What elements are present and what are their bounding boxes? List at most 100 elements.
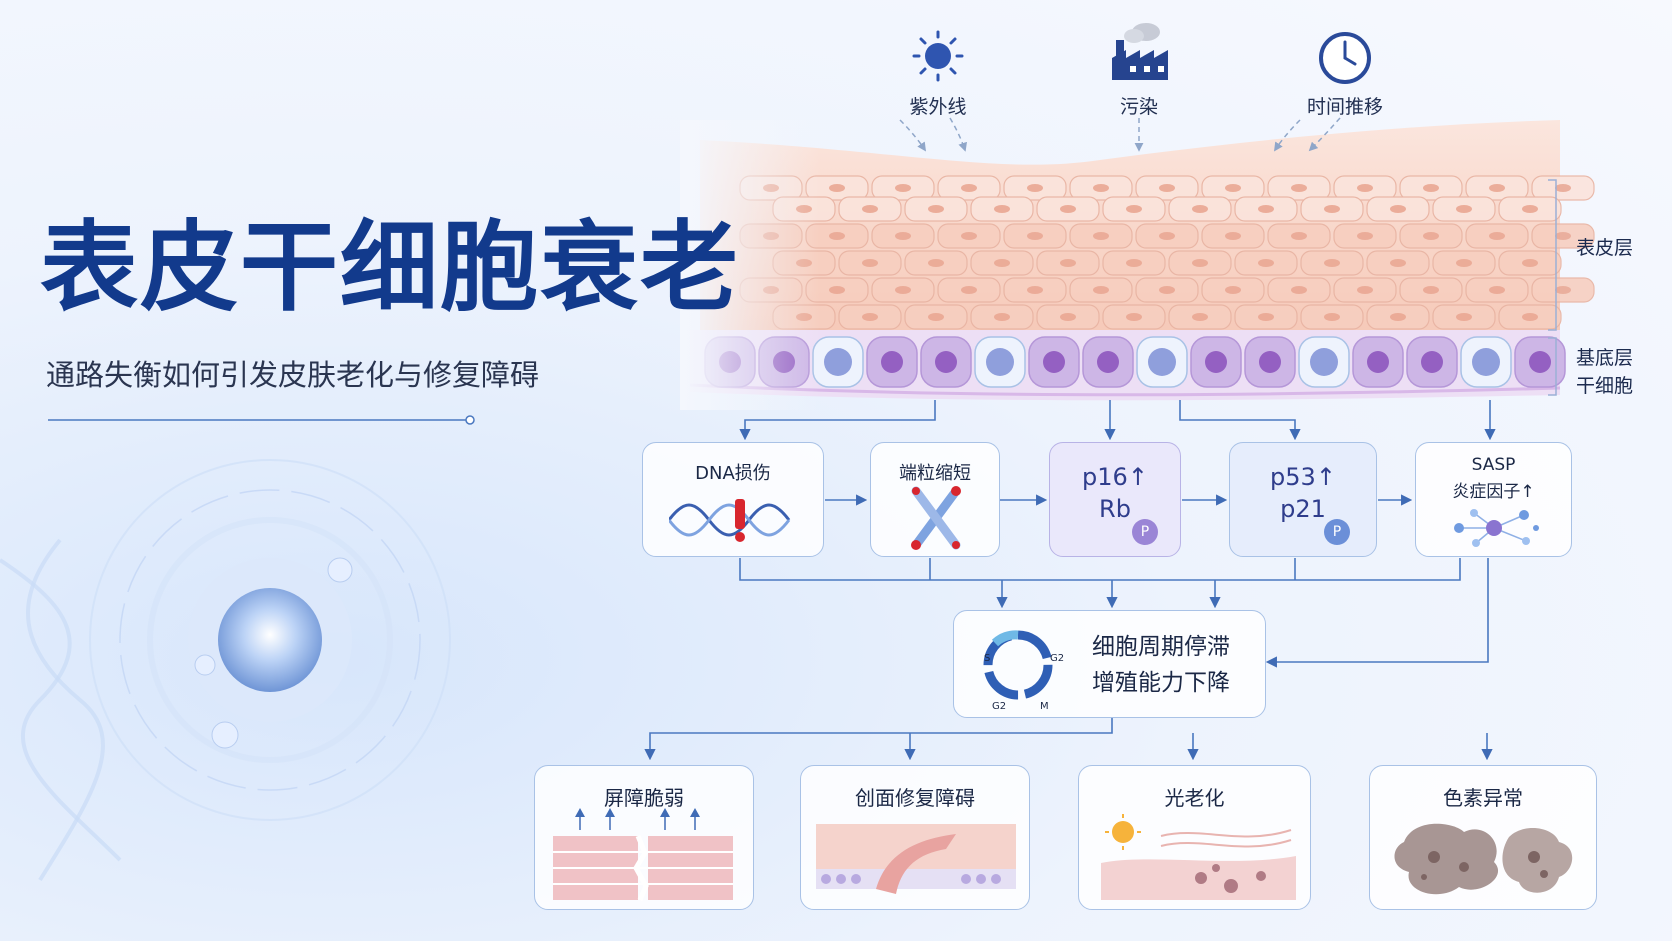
wound-icon [816,824,1016,894]
cell-nucleus [1258,259,1274,267]
label-basal-line1: 基底层 [1576,347,1634,369]
mechanism-sasp: SASP 炎症因子↑ [1415,442,1572,557]
cell-nucleus [1126,259,1142,267]
cell-nucleus [1555,184,1571,192]
p21-label: p21 [1280,495,1326,523]
cell-nucleus [895,286,911,294]
cell-nucleus [1357,286,1373,294]
basal-cell-nucleus [881,351,903,373]
cell-cycle-icon: S G2 M G2 [983,630,1064,712]
cell-nucleus [829,184,845,192]
cell-nucleus [1027,286,1043,294]
cell-nucleus [1390,313,1406,321]
cell-nucleus [1060,313,1076,321]
chromosome-icon [911,486,961,550]
cell-nucleus [1027,184,1043,192]
cell-nucleus [1522,205,1538,213]
cell-nucleus [1390,259,1406,267]
cell-nucleus [1258,313,1274,321]
cell-nucleus [1456,313,1472,321]
stem-cell-orb [89,459,451,821]
cell-nucleus [1324,313,1340,321]
phase-s-label: S [984,653,990,664]
telomere-label: 端粒缩短 [899,463,971,484]
basal-cell-nucleus [1310,348,1338,376]
cell-nucleus [961,184,977,192]
basal-cell-nucleus [1529,351,1551,373]
cell-nucleus [994,259,1010,267]
cell-nucleus [1555,286,1571,294]
cell-nucleus [961,286,977,294]
factory-icon [1112,23,1168,80]
cell-nucleus [1456,259,1472,267]
cell-nucleus [1126,205,1142,213]
cell-cycle-arrest: S G2 M G2 细胞周期停滞 增殖能力下降 [953,610,1266,718]
cell-nucleus [1324,259,1340,267]
cell-nucleus [1555,232,1571,240]
pigmentation-icon [1394,823,1573,895]
sun-icon [912,30,964,82]
cell-nucleus [895,184,911,192]
cell-nucleus [1225,232,1241,240]
cell-nucleus [1390,205,1406,213]
mechanism-p16-rb: p16↑ Rb P [1049,442,1181,557]
p53-label: p53↑ [1270,463,1336,491]
inflammation-label: 炎症因子↑ [1452,482,1535,502]
basal-cell-nucleus [935,351,957,373]
cell-nucleus [1423,184,1439,192]
factor-label-pollution: 污染 [1119,96,1158,118]
dna-damage-label: DNA损伤 [695,463,771,484]
cell-nucleus [1192,259,1208,267]
p16-label: p16↑ [1082,463,1148,491]
basal-cell-nucleus [1472,348,1500,376]
cell-nucleus [1159,184,1175,192]
cell-nucleus [1093,232,1109,240]
barrier-icon [553,808,733,901]
basal-cell-nucleus [1259,351,1281,373]
cell-nucleus [1423,232,1439,240]
proliferation-down-label: 增殖能力下降 [1092,670,1230,696]
mechanism-dna-damage: DNA损伤 [642,442,824,557]
factor-arrows [899,117,1341,152]
cell-nucleus [1291,232,1307,240]
mechanism-p53-p21: p53↑ p21 P [1229,442,1377,557]
basal-cell-nucleus [1148,348,1176,376]
cytokine-icon [1454,509,1539,547]
cell-nucleus [1291,286,1307,294]
label-basal-line2: 干细胞 [1576,375,1634,397]
basal-cell-nucleus [1043,351,1065,373]
basal-cell-nucleus [1421,351,1443,373]
cell-nucleus [862,205,878,213]
skin-tissue [680,120,1595,410]
outcome-barrier: 屏障脆弱 [534,765,754,910]
cell-nucleus [1225,184,1241,192]
cell-nucleus [928,313,944,321]
phospho-badge: P [1324,519,1350,545]
phase-m-label: M [1040,701,1049,712]
outcome-label-pigmentation: 色素异常 [1443,786,1523,810]
cell-nucleus [1357,232,1373,240]
cell-nucleus [1423,286,1439,294]
phase-g2-label: G2 [1050,653,1064,664]
page-subtitle: 通路失衡如何引发皮肤老化与修复障碍 [46,358,540,392]
cell-nucleus [1225,286,1241,294]
factor-pollution: 污染 [1079,18,1199,128]
cell-nucleus [1522,313,1538,321]
cell-nucleus [1489,286,1505,294]
factor-label-uv: 紫外线 [909,96,967,118]
basal-cell-nucleus [1097,351,1119,373]
outcome-label-photoaging: 光老化 [1164,786,1225,810]
cell-nucleus [862,259,878,267]
cell-nucleus [994,205,1010,213]
cell-nucleus [928,259,944,267]
cell-nucleus [1159,232,1175,240]
rb-label: Rb [1099,495,1131,523]
cell-nucleus [1489,184,1505,192]
mechanism-telomere: 端粒缩短 [870,442,1000,557]
label-basal: 基底层 干细胞 [1576,344,1633,400]
cell-nucleus [1324,205,1340,213]
label-epidermis: 表皮层 [1576,237,1634,259]
cell-nucleus [862,313,878,321]
basal-cell-nucleus [1205,351,1227,373]
